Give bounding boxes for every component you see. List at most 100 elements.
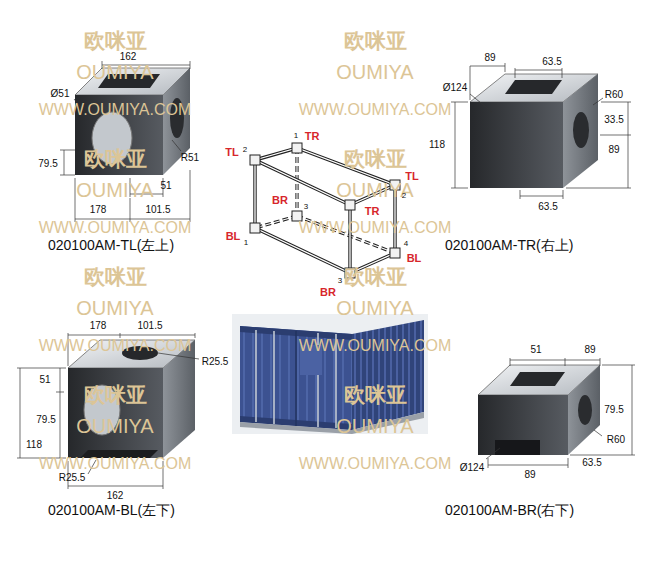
leader-line bbox=[172, 140, 181, 151]
corner-number: 1 bbox=[244, 239, 248, 247]
container-side bbox=[352, 320, 424, 430]
dimension-label: 162 bbox=[107, 491, 124, 501]
corner-casting-bl bbox=[68, 340, 195, 458]
corner-label: BR bbox=[272, 195, 288, 206]
dimension-lines-tr bbox=[451, 63, 631, 199]
watermark: 欧咪亚 bbox=[84, 148, 147, 169]
watermark: WWW.OUMIYA.COM bbox=[299, 220, 452, 236]
watermark: WWW.OUMIYA.COM bbox=[299, 338, 452, 354]
watermark: OUMIYA bbox=[76, 180, 153, 200]
dimension-label: Ø51 bbox=[51, 89, 70, 99]
front-face bbox=[478, 395, 568, 455]
watermark: WWW.OUMIYA.COM bbox=[39, 456, 192, 472]
dimension-lines-bl bbox=[17, 333, 199, 489]
corner-number: 4 bbox=[404, 240, 408, 248]
dimension-line bbox=[515, 68, 562, 78]
dimension-label: Ø124 bbox=[460, 463, 484, 473]
dimension-label: R60 bbox=[607, 435, 625, 445]
watermark: OUMIYA bbox=[76, 62, 153, 82]
leader-line bbox=[594, 430, 602, 436]
door-split bbox=[295, 331, 297, 426]
dimension-label: R25.5 bbox=[202, 357, 229, 367]
corner-label: TR bbox=[365, 206, 380, 217]
front-face bbox=[470, 102, 563, 188]
dimension-line bbox=[570, 365, 635, 455]
corner-label: TL bbox=[225, 147, 238, 158]
dimension-line bbox=[488, 458, 568, 468]
watermark: 欧咪亚 bbox=[344, 266, 407, 287]
top-hole bbox=[510, 372, 565, 386]
corner-label: BL bbox=[226, 231, 241, 242]
corner-number: 3 bbox=[304, 203, 308, 211]
part-number: 020100AM-BL(左下) bbox=[48, 503, 175, 517]
corner-block bbox=[390, 248, 400, 258]
corner-block bbox=[250, 223, 260, 233]
dimension-label: 51 bbox=[160, 181, 171, 191]
corner-label: TR bbox=[305, 131, 320, 142]
part-number: 020100AM-TL(左上) bbox=[48, 238, 174, 252]
dimension-line bbox=[60, 150, 75, 175]
part-number: 020100AM-TR(右上) bbox=[445, 238, 573, 252]
leader-line bbox=[486, 448, 500, 459]
corner-casting-br bbox=[478, 365, 600, 455]
dimension-label: 63.5 bbox=[582, 458, 601, 468]
front-face bbox=[68, 368, 163, 458]
corner-number: 1 bbox=[294, 132, 298, 140]
dimension-label: 51 bbox=[530, 345, 541, 355]
watermark: 欧咪亚 bbox=[344, 30, 407, 51]
side-hole bbox=[578, 395, 592, 425]
dimension-label: 89 bbox=[524, 470, 535, 480]
watermark: WWW.OUMIYA.COM bbox=[39, 220, 192, 236]
watermark: 欧咪亚 bbox=[84, 266, 147, 287]
corner-block bbox=[250, 155, 260, 165]
corner-casting-tl bbox=[75, 68, 190, 175]
dimension-label: 178 bbox=[90, 205, 107, 215]
corner-block bbox=[345, 200, 355, 210]
dimension-line bbox=[17, 368, 66, 458]
watermark: OUMIYA bbox=[336, 298, 413, 318]
dimension-line bbox=[510, 358, 600, 366]
watermark: OUMIYA bbox=[336, 62, 413, 82]
dimension-label: 118 bbox=[429, 140, 445, 150]
watermark: WWW.OUMIYA.COM bbox=[299, 102, 452, 118]
corner-number: 2 bbox=[402, 192, 406, 200]
corner-number: 3 bbox=[338, 277, 342, 285]
side-face bbox=[563, 74, 598, 188]
part-number: 020100AM-BR(右下) bbox=[445, 503, 574, 517]
leader-line bbox=[470, 94, 492, 112]
watermark: OUMIYA bbox=[76, 416, 153, 436]
dimension-label: R25.5 bbox=[59, 473, 86, 483]
dimension-label: R51 bbox=[181, 153, 199, 163]
corner-label: BL bbox=[407, 253, 422, 264]
watermark: 欧咪亚 bbox=[344, 384, 407, 405]
corner-label: BR bbox=[320, 287, 336, 298]
dimension-label: 89 bbox=[484, 53, 495, 63]
dimension-line bbox=[520, 190, 563, 199]
dimension-line bbox=[56, 368, 64, 458]
dimension-label: 63.5 bbox=[542, 57, 561, 67]
watermark: WWW.OUMIYA.COM bbox=[299, 456, 452, 472]
corner-number: 2 bbox=[243, 146, 247, 154]
bottom-opening bbox=[495, 440, 540, 455]
dimension-label: 101.5 bbox=[145, 205, 170, 215]
top-hole bbox=[505, 80, 562, 94]
corner-block bbox=[292, 143, 302, 153]
dimension-label: Ø124 bbox=[443, 83, 467, 93]
dimension-label: 79.5 bbox=[604, 405, 623, 415]
dimension-label: 162 bbox=[120, 52, 137, 62]
corner-casting-tr bbox=[470, 74, 598, 188]
dimension-label: 101.5 bbox=[137, 321, 162, 331]
watermark: OUMIYA bbox=[76, 298, 153, 318]
dimension-lines-tl bbox=[60, 61, 190, 222]
side-face bbox=[568, 365, 600, 455]
watermark: WWW.OUMIYA.COM bbox=[39, 102, 192, 118]
side-hole bbox=[573, 112, 589, 148]
dimension-label: 178 bbox=[90, 321, 107, 331]
dimension-label: 79.5 bbox=[36, 415, 55, 425]
watermark: OUMIYA bbox=[336, 416, 413, 436]
corner-label: TL bbox=[405, 171, 418, 182]
watermark: 欧咪亚 bbox=[84, 30, 147, 51]
dimension-label: 33.5 bbox=[604, 115, 623, 125]
dimension-label: R60 bbox=[605, 90, 623, 100]
